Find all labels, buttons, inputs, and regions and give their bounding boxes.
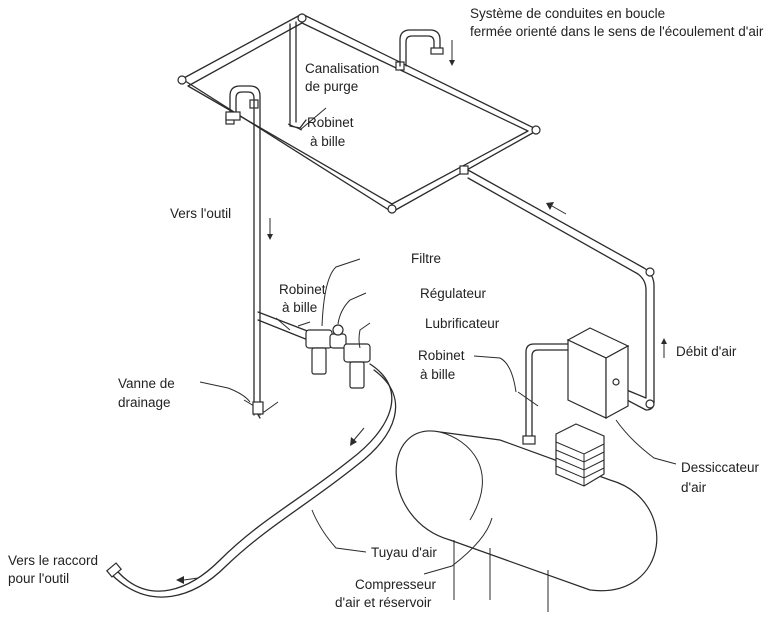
supply-pipe xyxy=(467,169,655,411)
compressor-head xyxy=(555,423,605,487)
loop-system-label-line2: fermée orienté dans le sens de l'écoulem… xyxy=(470,24,764,39)
regulator-label: Régulateur xyxy=(420,286,487,301)
regulator-unit xyxy=(329,324,347,349)
ball-valve-mid-label-line1: Robinet xyxy=(279,282,326,297)
ball-valve-right-label-line1: Robinet xyxy=(418,348,465,363)
air-hose-label: Tuyau d'air xyxy=(371,545,437,560)
ball-valve-right-label-line2: à bille xyxy=(420,367,456,382)
ball-valve-mid-label-line2: à bille xyxy=(282,300,318,315)
flow-arrows xyxy=(176,40,667,584)
dryer-label-line1: Dessiccateur xyxy=(681,460,760,475)
to-tool-fitting-label-line2: pour l'outil xyxy=(8,571,70,586)
compressor-label-line2: d'air et réservoir xyxy=(335,595,432,610)
lubricator-label: Lubrificateur xyxy=(425,316,500,331)
purge-line-label-line1: Canalisation xyxy=(305,61,380,76)
to-tool-label: Vers l'outil xyxy=(170,206,232,221)
air-tank xyxy=(395,430,658,612)
air-flow-label: Débit d'air xyxy=(676,344,737,359)
ball-valve-top-label-line2: à bille xyxy=(310,134,346,149)
overhead-pipe-loop xyxy=(177,13,541,214)
drain-valve xyxy=(243,399,279,419)
frl-branch xyxy=(257,311,311,341)
ball-valve-top-label-line1: Robinet xyxy=(307,115,354,130)
purge-line-label-line2: de purge xyxy=(305,79,359,94)
gooseneck-left xyxy=(225,85,261,416)
air-hose xyxy=(105,363,397,598)
gooseneck-top-right xyxy=(399,29,444,67)
compressor-label-line1: Compresseur xyxy=(355,577,437,592)
dryer-label-line2: d'air xyxy=(681,480,707,495)
compressor-riser xyxy=(517,343,569,445)
to-tool-fitting-label-line1: Vers le raccord xyxy=(8,553,99,568)
loop-system-label-line1: Système de conduites en boucle xyxy=(470,6,666,21)
lubricator-unit xyxy=(343,343,371,389)
filter-unit xyxy=(305,329,333,375)
leader-lines xyxy=(199,107,677,575)
air-dryer xyxy=(566,327,630,420)
drain-valve-label-line2: drainage xyxy=(118,395,171,410)
purge-pipe xyxy=(287,21,307,131)
drain-valve-label-line1: Vanne de xyxy=(118,376,175,391)
filter-label: Filtre xyxy=(411,251,441,266)
